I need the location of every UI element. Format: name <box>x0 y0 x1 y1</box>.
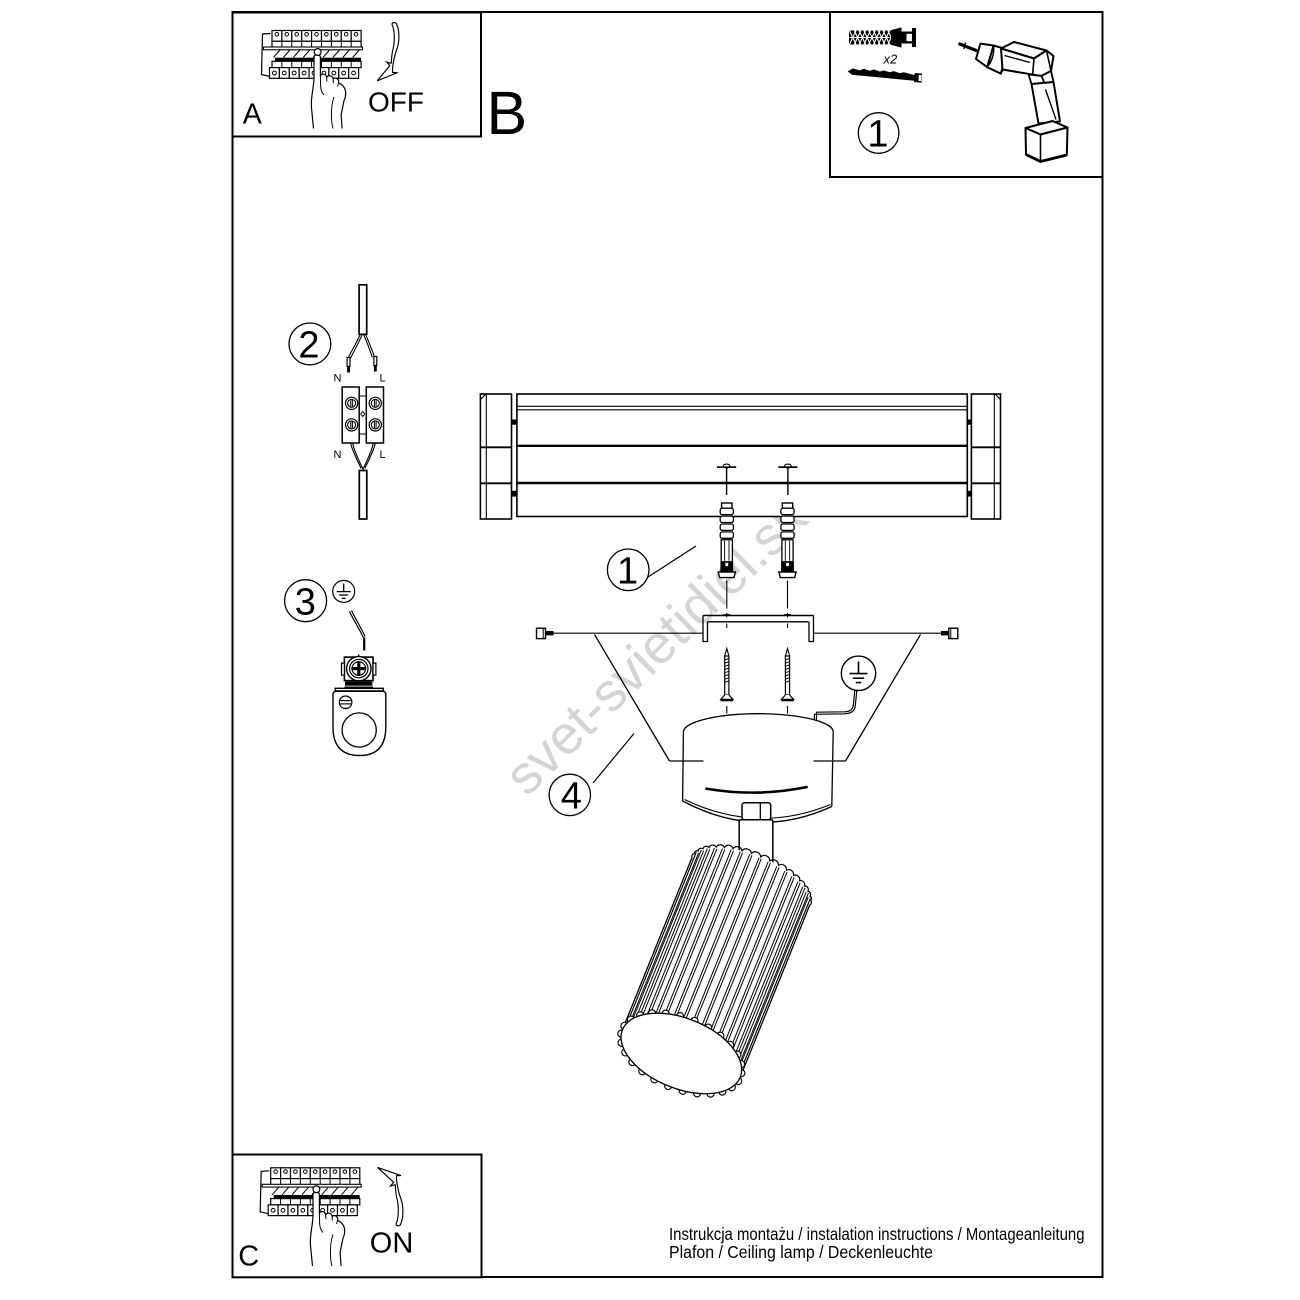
svg-text:x2: x2 <box>883 52 899 67</box>
svg-text:L: L <box>380 373 386 385</box>
svg-text:Plafon / Ceiling lamp / Decken: Plafon / Ceiling lamp / Deckenleuchte <box>669 1242 933 1262</box>
svg-text:L: L <box>380 449 386 461</box>
svg-text:Instrukcja montażu / instalati: Instrukcja montażu / instalation instruc… <box>669 1224 1085 1244</box>
svg-text:OFF: OFF <box>368 86 424 117</box>
svg-text:1: 1 <box>617 551 638 593</box>
svg-text:N: N <box>334 373 342 385</box>
svg-text:1: 1 <box>867 114 888 156</box>
svg-text:4: 4 <box>561 776 582 818</box>
svg-text:2: 2 <box>298 325 319 367</box>
svg-text:3: 3 <box>295 581 316 623</box>
svg-text:A: A <box>243 98 262 130</box>
svg-text:C: C <box>238 1240 259 1272</box>
svg-text:N: N <box>334 449 342 461</box>
svg-text:ON: ON <box>370 1227 414 1259</box>
svg-text:B: B <box>487 79 528 147</box>
